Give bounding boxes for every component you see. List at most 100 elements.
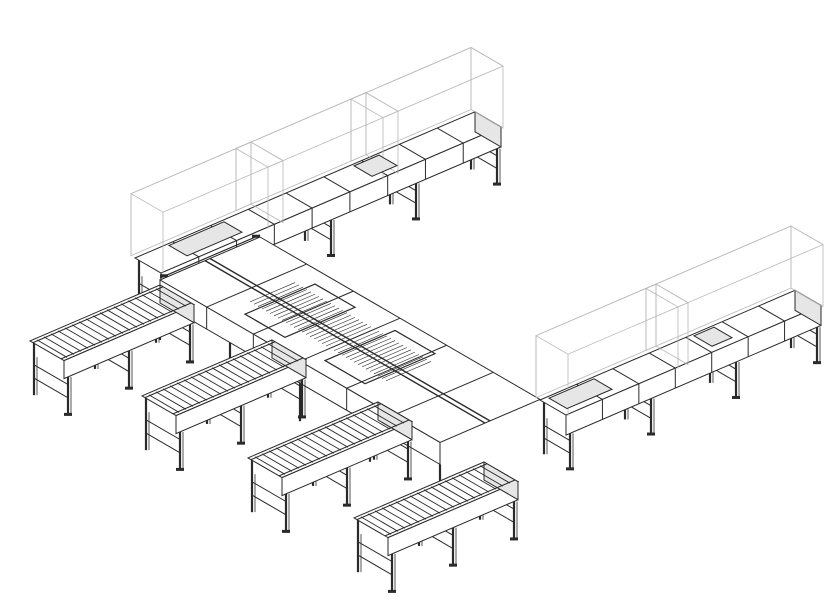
segment-joint (612, 368, 640, 385)
transfer-roller (385, 361, 432, 382)
roller (64, 327, 96, 346)
transfer-roller (269, 293, 316, 314)
leg-foot (282, 529, 290, 533)
transfer-roller (293, 307, 340, 328)
roller-conveyor-1 (28, 284, 196, 416)
roller (148, 291, 180, 310)
roller (388, 504, 420, 523)
roller (169, 385, 201, 404)
roller (71, 324, 103, 343)
safety-guard-enclosure (350, 46, 504, 180)
transfer-roller (373, 354, 420, 375)
guard-top-frame (645, 225, 824, 308)
safety-guard-enclosure (645, 225, 824, 369)
roller (92, 315, 124, 334)
leg-foot (566, 467, 574, 471)
roller (395, 501, 427, 520)
leg-foot (64, 412, 72, 416)
transfer-roller (273, 296, 320, 317)
transfer-roller (261, 289, 308, 310)
transfer-roller (381, 358, 428, 379)
transfer-roller (309, 317, 356, 337)
roller (458, 474, 490, 493)
transfer-roller (313, 319, 360, 340)
roller (352, 414, 384, 433)
roller (416, 492, 448, 511)
cross-brace (33, 377, 69, 399)
roller (465, 471, 497, 490)
cross-brace (251, 494, 287, 516)
leg-foot (412, 217, 420, 221)
conveyor-side-panel (565, 304, 822, 436)
roller (50, 333, 82, 352)
leg-foot (647, 432, 655, 436)
roller-conveyor-3 (246, 401, 414, 533)
leg-foot (343, 503, 351, 507)
transfer-roller (341, 335, 388, 356)
transfer-roller (285, 303, 332, 324)
transfer-roller (345, 337, 392, 358)
transfer-roller (289, 305, 336, 326)
leg-foot (732, 395, 740, 399)
conveyor-end-panel (377, 401, 413, 441)
transfer-carriage (323, 329, 437, 385)
leg-foot (176, 467, 184, 471)
roller (120, 303, 152, 322)
roller (444, 480, 476, 499)
roller (85, 318, 117, 337)
transfer-roller (337, 333, 384, 354)
roller (253, 349, 285, 368)
roller (437, 483, 469, 502)
roller (148, 394, 180, 413)
roller (106, 309, 138, 328)
roller (36, 339, 68, 358)
transfer-roller (377, 356, 424, 377)
roller (127, 300, 159, 319)
transfer-roller (297, 310, 344, 331)
cross-brace (543, 425, 571, 441)
mechanism-plate (547, 378, 614, 410)
roller (267, 343, 299, 362)
roller (472, 468, 504, 487)
roller (113, 306, 145, 325)
leg-foot (125, 386, 133, 390)
mechanism-plate (692, 326, 734, 347)
roller (246, 352, 278, 371)
conveyor-end-panel (159, 284, 195, 324)
roller (289, 441, 321, 460)
transfer-roller (317, 321, 364, 342)
guard-top-frame (535, 283, 689, 355)
segment-joint (436, 127, 464, 144)
roller (218, 364, 250, 383)
guard-top-frame (130, 141, 284, 213)
cross-brace (145, 432, 181, 454)
transfer-roller (349, 340, 396, 361)
roller (190, 376, 222, 395)
roller (183, 379, 215, 398)
transfer-carriage (243, 283, 357, 339)
transfer-roller (329, 328, 376, 349)
transfer-roller (333, 330, 380, 351)
roller (409, 495, 441, 514)
side-rail (250, 403, 382, 461)
roller (162, 388, 194, 407)
roller (204, 370, 236, 389)
roller (366, 408, 398, 427)
leg-foot (186, 360, 194, 364)
guard-top-frame (350, 47, 504, 119)
cross-brace (251, 481, 287, 502)
roller (134, 297, 166, 316)
roller (155, 288, 187, 307)
roller (296, 438, 328, 457)
roller (43, 336, 75, 355)
cross-brace (33, 364, 69, 385)
roller (275, 447, 307, 466)
roller (381, 507, 413, 526)
segment-joint (399, 143, 426, 160)
roller (331, 423, 363, 442)
segment-joint (323, 176, 351, 193)
leg-foot (388, 589, 396, 593)
segment-joint (685, 336, 712, 353)
